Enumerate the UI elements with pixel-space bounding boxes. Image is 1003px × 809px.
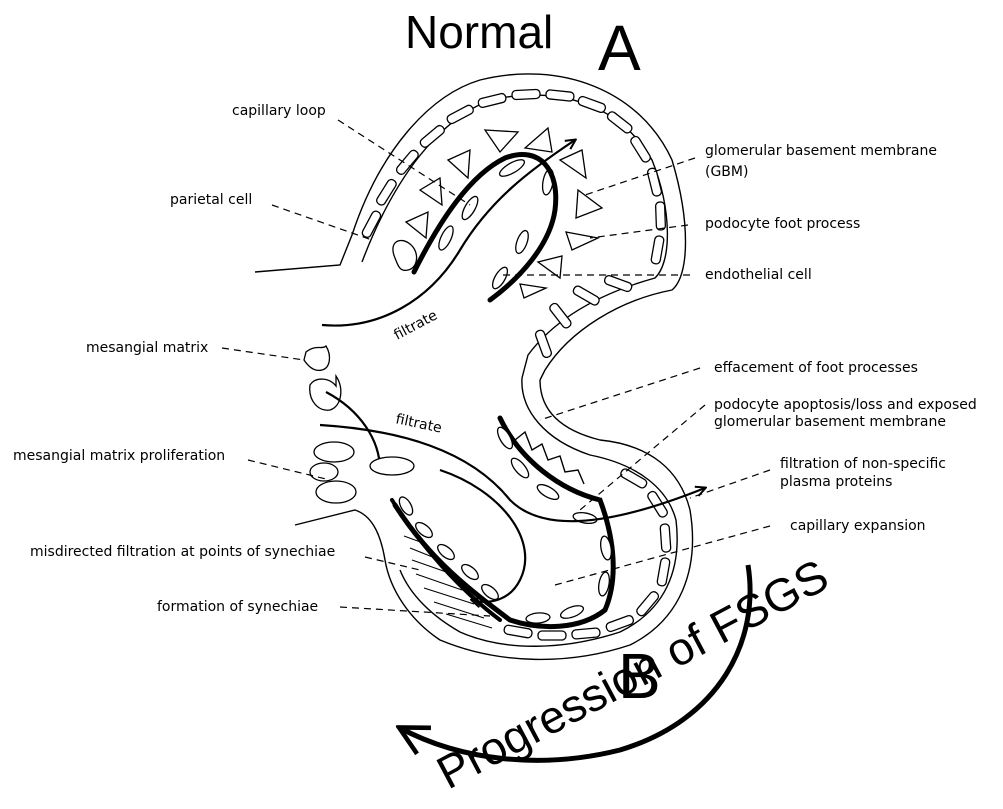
label-capillary-loop: capillary loop xyxy=(232,103,326,119)
label-endothelial-cell: endothelial cell xyxy=(705,267,812,283)
panel-a-capsule xyxy=(255,74,686,380)
proliferated-mesangium xyxy=(310,442,414,503)
filtrate-label-a: filtrate xyxy=(391,308,440,344)
label-gbm-1: glomerular basement membrane xyxy=(705,143,937,159)
label-gbm-2: (GBM) xyxy=(705,164,748,180)
leader-lines xyxy=(222,120,770,616)
panel-b-capsule xyxy=(295,378,705,659)
parietal-cells xyxy=(361,89,666,358)
endothelial-cells-b xyxy=(397,425,613,624)
label-nonspecific-2: plasma proteins xyxy=(780,474,892,490)
label-parietal-cell: parietal cell xyxy=(170,192,252,208)
label-nonspecific-1: filtration of non-specific xyxy=(780,456,946,472)
label-apoptosis-2: glomerular basement membrane xyxy=(714,414,946,430)
gbm-loop xyxy=(414,155,556,300)
label-misdirected: misdirected filtration at points of syne… xyxy=(30,544,335,560)
label-effacement: effacement of foot processes xyxy=(714,360,918,376)
filtrate-label-b: filtrate xyxy=(394,411,443,436)
label-capillary-expansion: capillary expansion xyxy=(790,518,926,534)
label-mesangial-proliferation: mesangial matrix proliferation xyxy=(13,448,225,464)
label-synechiae: formation of synechiae xyxy=(157,599,318,615)
misdirected-arrow xyxy=(440,470,525,602)
label-podocyte-foot-process: podocyte foot process xyxy=(705,216,860,232)
label-mesangial-matrix: mesangial matrix xyxy=(86,340,208,356)
label-apoptosis-1: podocyte apoptosis/loss and exposed xyxy=(714,397,977,413)
panel-a-label: A xyxy=(598,12,641,84)
heading-normal: Normal xyxy=(405,6,553,58)
